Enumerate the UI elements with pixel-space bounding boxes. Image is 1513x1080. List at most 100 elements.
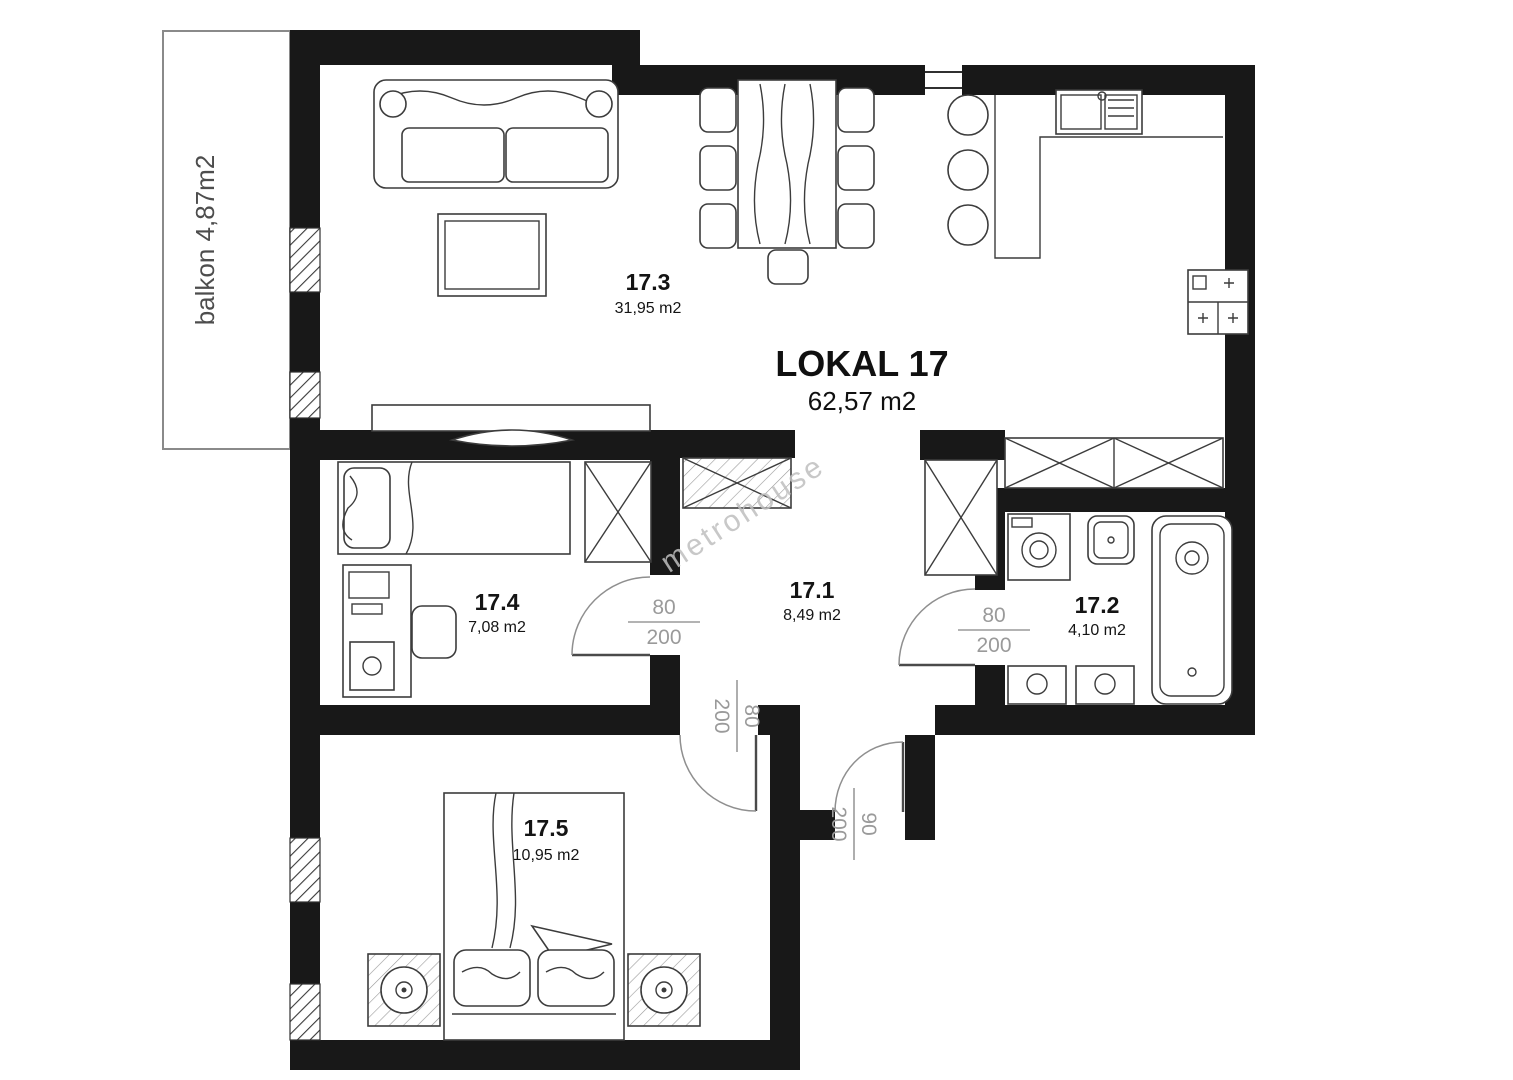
wall-corridor-piece bbox=[758, 705, 800, 735]
hall-closet bbox=[682, 457, 792, 509]
monitor-icon bbox=[348, 571, 390, 599]
wall-bath-left-lower bbox=[975, 665, 1005, 735]
bed-17-5 bbox=[443, 792, 625, 1041]
room-17-5-door bbox=[679, 734, 758, 812]
room-17-4-door bbox=[571, 576, 651, 657]
stove-icon bbox=[1187, 269, 1249, 335]
chair bbox=[699, 145, 737, 191]
kitchen bbox=[947, 89, 1249, 335]
kitchen-counter bbox=[994, 95, 1223, 259]
door-width: 80 bbox=[740, 704, 763, 727]
sofa bbox=[373, 79, 619, 189]
balcony-label: balkon 4,87m2 bbox=[190, 155, 220, 326]
desk-chair bbox=[411, 605, 457, 659]
chair bbox=[767, 249, 809, 285]
pillow bbox=[453, 949, 531, 1007]
bathroom-sink bbox=[1087, 515, 1135, 565]
room-area: 8,49 m2 bbox=[783, 607, 841, 624]
wall-room4-bottom bbox=[320, 705, 680, 735]
door-width: 90 bbox=[857, 812, 880, 835]
wall-bottom bbox=[290, 1040, 800, 1070]
room-label-17-5: 17.5 10,95 m2 bbox=[513, 815, 580, 864]
balcony: balkon 4,87m2 bbox=[162, 30, 291, 450]
wall-top-jog bbox=[612, 30, 640, 95]
dining-chairs bbox=[699, 87, 875, 285]
door-height: 200 bbox=[827, 806, 850, 841]
door-width: 80 bbox=[652, 596, 675, 619]
wall-bath-top bbox=[975, 488, 1225, 512]
room-label-17-1: 17.1 8,49 m2 bbox=[783, 577, 841, 624]
sofa-cushion-left bbox=[401, 127, 505, 183]
room-area: 4,10 m2 bbox=[1068, 622, 1126, 639]
nightstand-left bbox=[367, 953, 441, 1027]
desk bbox=[342, 564, 457, 698]
pillow bbox=[343, 467, 391, 549]
window-left-4 bbox=[289, 983, 321, 1041]
door-dimension-17-5: 80 200 bbox=[710, 680, 763, 752]
tv-cabinet bbox=[371, 404, 651, 447]
stool bbox=[947, 149, 989, 191]
faucet-icon bbox=[1097, 91, 1107, 101]
door-height: 200 bbox=[976, 634, 1011, 657]
sofa-armrest-left bbox=[379, 90, 407, 118]
window-top bbox=[925, 71, 962, 89]
door-height: 200 bbox=[710, 698, 733, 733]
room-label-17-2: 17.2 4,10 m2 bbox=[1068, 592, 1126, 639]
window-left-1 bbox=[289, 227, 321, 293]
vanity-unit bbox=[1075, 665, 1135, 705]
chair bbox=[699, 203, 737, 249]
door-width: 80 bbox=[982, 604, 1005, 627]
unit-title: LOKAL 17 62,57 m2 bbox=[775, 343, 948, 416]
pillow bbox=[537, 949, 615, 1007]
room-id: 17.5 bbox=[524, 815, 569, 841]
wall-left bbox=[290, 30, 320, 1070]
nightstand-right bbox=[627, 953, 701, 1027]
door-dimension-17-4: 80 200 bbox=[628, 596, 700, 649]
vanity-unit bbox=[1007, 665, 1067, 705]
room-area: 7,08 m2 bbox=[468, 619, 526, 636]
chair bbox=[699, 87, 737, 133]
coffee-table bbox=[437, 213, 547, 297]
vanity-units bbox=[1007, 665, 1135, 705]
keyboard-icon bbox=[351, 603, 383, 615]
sofa-armrest-right bbox=[585, 90, 613, 118]
dining-table bbox=[737, 79, 837, 249]
room-id: 17.4 bbox=[475, 589, 520, 615]
bathtub bbox=[1151, 515, 1233, 705]
bed-17-4 bbox=[337, 461, 571, 555]
shower-head-icon bbox=[1175, 541, 1209, 575]
tv-icon bbox=[448, 429, 576, 447]
room-id: 17.3 bbox=[626, 269, 671, 295]
balcony-outline bbox=[162, 30, 291, 450]
chair bbox=[837, 87, 875, 133]
bathroom-door bbox=[898, 588, 976, 667]
walls bbox=[289, 30, 1255, 1070]
door-dimension-bathroom: 80 200 bbox=[958, 604, 1030, 657]
wall-hall-top bbox=[650, 430, 795, 458]
bar-stools bbox=[947, 94, 989, 246]
wall-kitchen-hall bbox=[920, 430, 1005, 460]
room-label-17-3: 17.3 31,95 m2 bbox=[615, 269, 682, 317]
stool bbox=[947, 94, 989, 136]
room-label-17-4: 17.4 7,08 m2 bbox=[468, 589, 526, 636]
chair bbox=[837, 203, 875, 249]
window-left-3 bbox=[289, 837, 321, 903]
chair bbox=[837, 145, 875, 191]
room-area: 10,95 m2 bbox=[513, 847, 580, 864]
kitchen-cabinet-row bbox=[1004, 437, 1224, 489]
wall-hall-right bbox=[905, 735, 935, 840]
entrance-door bbox=[834, 741, 905, 813]
room-id: 17.1 bbox=[790, 577, 835, 603]
door-dimension-entrance: 90 200 bbox=[827, 788, 880, 860]
door-height: 200 bbox=[646, 626, 681, 649]
wardrobe-17-4 bbox=[584, 461, 652, 563]
pc-tower bbox=[349, 641, 395, 691]
wall-hall-bottom bbox=[800, 810, 835, 840]
wall-top-left bbox=[290, 30, 640, 65]
stool bbox=[947, 204, 989, 246]
wall-room5-right bbox=[770, 735, 800, 1070]
window-left-2 bbox=[289, 371, 321, 419]
unit-area: 62,57 m2 bbox=[808, 386, 916, 416]
sofa-cushion-right bbox=[505, 127, 609, 183]
